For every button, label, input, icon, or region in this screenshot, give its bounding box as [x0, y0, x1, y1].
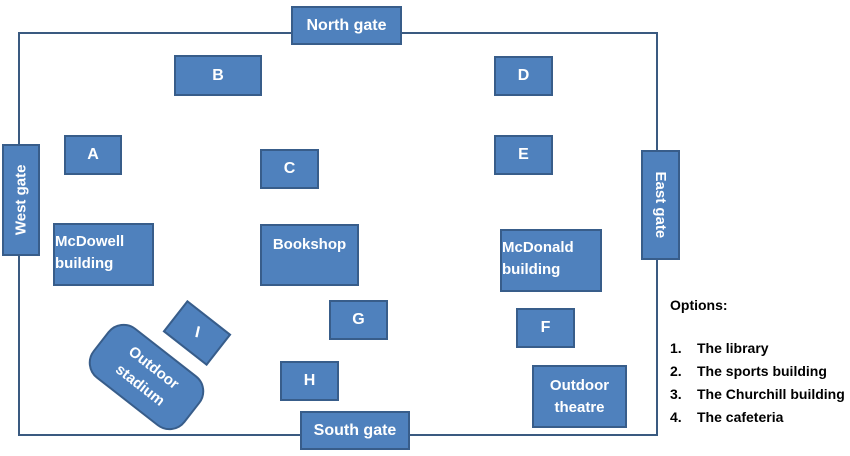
options-title: Options:	[670, 297, 728, 313]
location-c-label: C	[283, 160, 296, 178]
location-f: F	[516, 308, 575, 348]
south-gate-label: South gate	[313, 421, 397, 439]
north-gate-label: North gate	[306, 16, 387, 34]
option-number: 3.	[670, 386, 682, 402]
mcdonald-building: McDonald building	[500, 229, 602, 292]
location-i-label: I	[192, 324, 202, 342]
option-item: 4. The cafeteria	[670, 406, 845, 429]
location-g-label: G	[352, 311, 365, 329]
mcdonald-line-1: McDonald	[502, 239, 574, 256]
mcdowell-line-2: building	[55, 254, 114, 272]
options-panel: Options: 1. The library 2. The sports buil…	[670, 297, 845, 429]
location-b: B	[174, 55, 262, 96]
north-gate: North gate	[291, 6, 402, 45]
location-g: G	[329, 300, 388, 340]
option-number: 2.	[670, 363, 682, 379]
location-e: E	[494, 135, 553, 175]
location-d-label: D	[517, 67, 530, 85]
location-a-label: A	[87, 146, 99, 164]
location-c: C	[260, 149, 319, 189]
option-label: The cafeteria	[697, 409, 784, 425]
west-gate-label: West gate	[12, 164, 30, 236]
location-b-label: B	[212, 66, 224, 84]
option-number: 4.	[670, 409, 682, 425]
bookshop-label: Bookshop	[272, 236, 347, 253]
location-f-label: F	[540, 319, 551, 337]
option-item: 2. The sports building	[670, 360, 845, 383]
location-a: A	[64, 135, 122, 175]
option-item: 3. The Churchill building	[670, 383, 845, 406]
west-gate: West gate	[2, 144, 40, 256]
mcdonald-line-2: building	[502, 260, 561, 278]
east-gate: East gate	[641, 150, 680, 260]
option-label: The Churchill building	[697, 386, 845, 402]
mcdowell-line-1: McDowell	[55, 233, 125, 250]
option-number: 1.	[670, 340, 682, 356]
location-h: H	[280, 361, 339, 401]
outdoor-theatre-line-2: theatre	[554, 398, 605, 416]
location-d: D	[494, 56, 553, 96]
south-gate: South gate	[300, 411, 410, 450]
outdoor-theatre-line-1: Outdoor	[549, 376, 610, 394]
location-e-label: E	[518, 146, 529, 164]
east-gate-label: East gate	[652, 171, 670, 239]
option-label: The library	[697, 340, 769, 356]
mcdowell-building: McDowell building	[53, 223, 154, 286]
location-h-label: H	[303, 372, 316, 390]
bookshop-building: Bookshop	[260, 224, 359, 286]
outdoor-theatre: Outdoor theatre	[532, 365, 627, 428]
option-label: The sports building	[697, 363, 827, 379]
options-list: 1. The library 2. The sports building 3. Th…	[670, 337, 845, 429]
option-item: 1. The library	[670, 337, 845, 360]
